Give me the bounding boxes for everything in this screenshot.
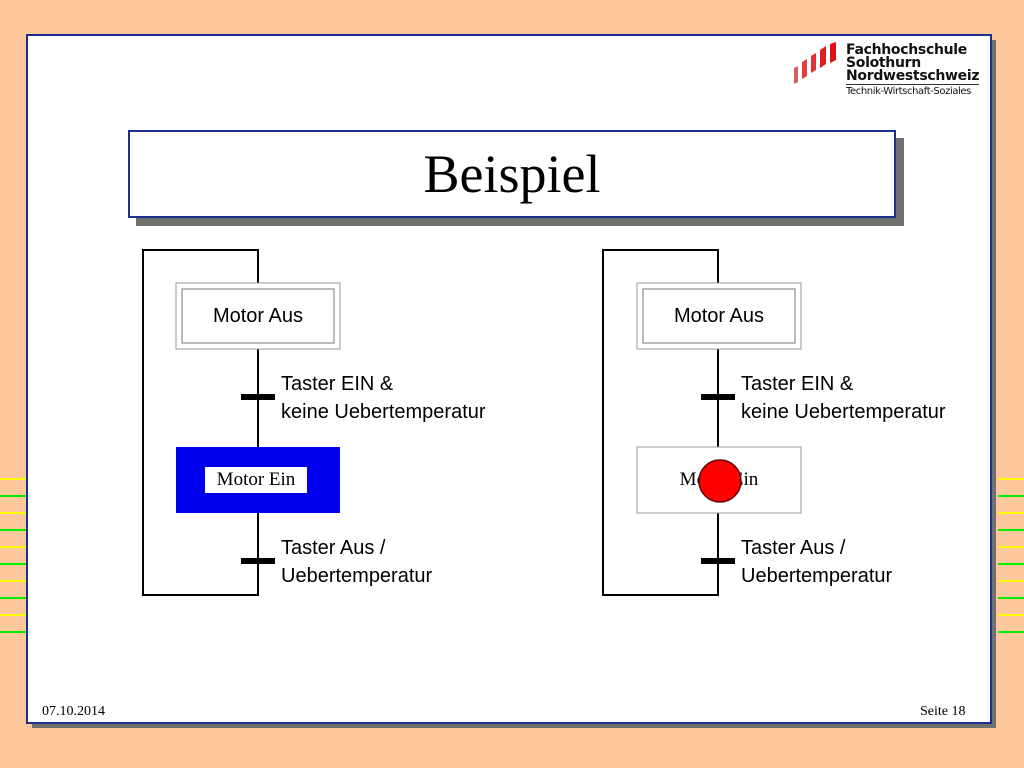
footer-date: 07.10.2014 xyxy=(42,704,105,719)
logo-line-1: Fachhochschule xyxy=(846,42,967,58)
left-transition-2-bar xyxy=(241,558,275,564)
title-box: Beispiel xyxy=(128,130,896,218)
left-step-2-label-bg xyxy=(205,467,307,493)
right-stripes xyxy=(998,478,1024,648)
left-return-line xyxy=(142,249,259,596)
left-transition-1-line-1: Taster EIN & xyxy=(281,373,394,395)
right-transition-1-bar xyxy=(701,394,735,400)
right-step-1-label: Motor Aus xyxy=(673,305,765,327)
token-marker-icon xyxy=(698,459,742,503)
left-transition-2-line-2: Uebertemperatur xyxy=(281,565,433,587)
right-transition-2-line-1: Taster Aus / xyxy=(741,537,846,559)
left-stripes xyxy=(0,478,26,648)
logo-line-3: Nordwestschweiz xyxy=(846,68,980,84)
left-step-1-label: Motor Aus xyxy=(212,305,304,327)
logo-line-4: Technik-Wirtschaft-Soziales xyxy=(846,84,980,98)
right-return-line xyxy=(602,249,719,596)
right-step-1-inner xyxy=(642,288,796,344)
school-logo-text: Fachhochschule Solothurn Nordwestschweiz… xyxy=(846,42,980,98)
left-transition-2-line-1: Taster Aus / xyxy=(281,537,386,559)
footer-page-number: Seite 18 xyxy=(920,704,966,719)
left-step-1-inner xyxy=(181,288,335,344)
page-title: Beispiel xyxy=(423,144,601,204)
left-transition-1-line-2: keine Uebertemperatur xyxy=(281,401,486,423)
right-transition-2-bar xyxy=(701,558,735,564)
left-step-2-label: Motor Ein xyxy=(216,469,296,490)
right-transition-2-line-2: Uebertemperatur xyxy=(741,565,893,587)
right-transition-1-line-1: Taster EIN & xyxy=(741,373,854,395)
left-grafcet xyxy=(142,249,341,596)
logo-line-2: Solothurn xyxy=(846,55,921,71)
left-transition-1-bar xyxy=(241,394,275,400)
school-logo-icon xyxy=(794,42,836,84)
right-transition-1-line-2: keine Uebertemperatur xyxy=(741,401,946,423)
